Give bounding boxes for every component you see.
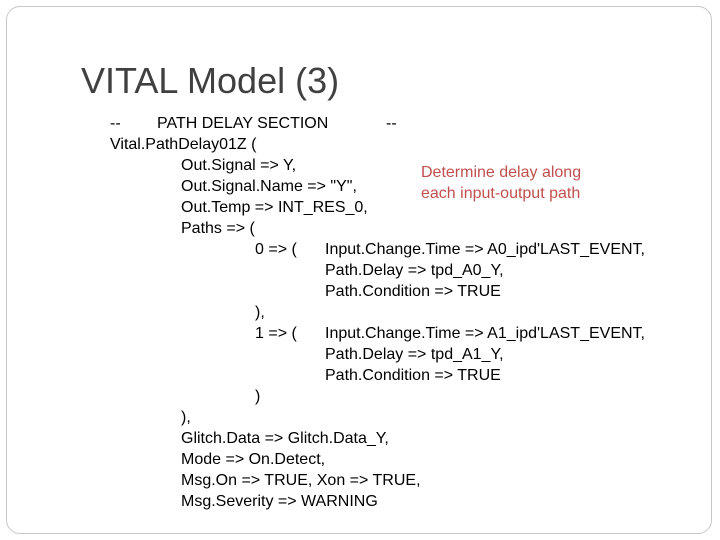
msg-on-line: Msg.On => TRUE, Xon => TRUE, bbox=[181, 472, 421, 489]
section-label: PATH DELAY SECTION bbox=[157, 115, 329, 132]
path0-input-change-time: Input.Change.Time => A0_ipd'LAST_EVENT, bbox=[325, 241, 645, 258]
out-signal-line: Out.Signal => Y, bbox=[181, 157, 297, 174]
out-signal-name-line: Out.Signal.Name => "Y", bbox=[181, 178, 357, 195]
mode-line: Mode => On.Detect, bbox=[181, 451, 326, 468]
out-temp-line: Out.Temp => INT_RES_0, bbox=[181, 199, 368, 216]
path0-index: 0 => ( bbox=[255, 241, 297, 258]
glitch-data-line: Glitch.Data => Glitch.Data_Y, bbox=[181, 430, 389, 447]
paths-close-line: ), bbox=[181, 409, 191, 426]
path0-path-delay: Path.Delay => tpd_A0_Y, bbox=[325, 262, 504, 279]
path0-path-condition: Path.Condition => TRUE bbox=[325, 283, 501, 300]
path1-index: 1 => ( bbox=[255, 325, 297, 342]
path1-path-delay: Path.Delay => tpd_A1_Y, bbox=[325, 346, 504, 363]
annotation-line-1: Determine delay along bbox=[421, 164, 582, 181]
annotation-line-2: each input-output path bbox=[421, 185, 581, 202]
comment-close: -- bbox=[386, 115, 397, 132]
slide-title: VITAL Model (3) bbox=[81, 60, 340, 101]
comment-open: -- bbox=[110, 115, 121, 132]
slide-frame bbox=[6, 6, 712, 534]
msg-severity-line: Msg.Severity => WARNING bbox=[181, 493, 378, 510]
paths-open-line: Paths => ( bbox=[181, 220, 255, 237]
path1-input-change-time: Input.Change.Time => A1_ipd'LAST_EVENT, bbox=[325, 325, 645, 342]
function-call: Vital.PathDelay01Z ( bbox=[110, 136, 257, 153]
path1-path-condition: Path.Condition => TRUE bbox=[325, 367, 501, 384]
path1-close: ) bbox=[255, 388, 261, 405]
path0-close: ), bbox=[255, 304, 265, 321]
